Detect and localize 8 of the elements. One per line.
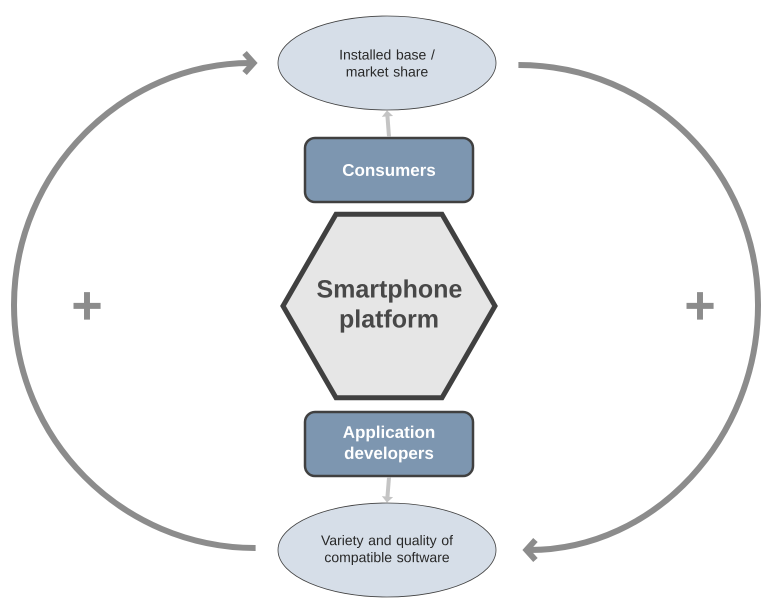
group-box: Application developers — [304, 410, 474, 478]
plus-sign: + — [74, 292, 101, 320]
group-box: Consumers — [304, 136, 474, 204]
plus-sign: + — [686, 292, 714, 320]
arrow — [518, 62, 761, 562]
oval-node: Variety and quality of compatible software — [278, 502, 496, 598]
arrow — [11, 51, 258, 551]
oval-node: Installed base / market share — [278, 16, 496, 110]
